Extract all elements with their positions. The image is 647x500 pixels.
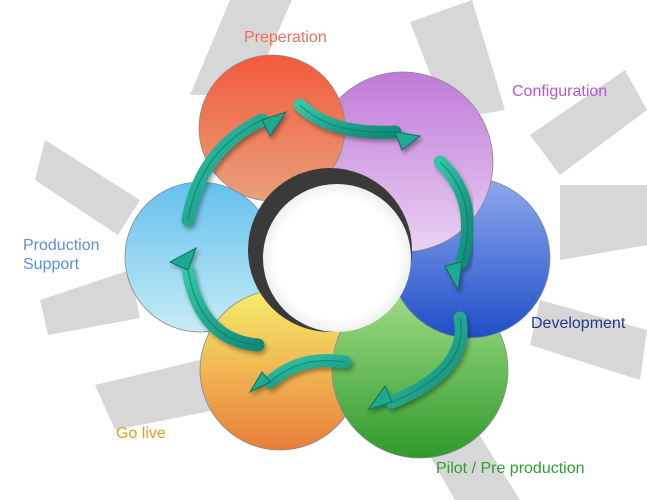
label-development: Development — [531, 315, 626, 332]
background-arm-top-right — [410, 0, 505, 120]
label-preparation: Preperation — [244, 29, 327, 46]
background-arm-left-bottom — [40, 270, 140, 335]
arrow-development-to-pilot-edge — [391, 317, 462, 403]
arrow-development-to-pilot — [366, 311, 468, 411]
background-arm-right-top — [530, 70, 647, 175]
arrow-pilot-to-go-live-edge — [269, 359, 346, 383]
background-arm-bottom-left — [95, 360, 215, 430]
arrow-production-support-to-preparation-head — [261, 111, 288, 137]
arrow-pilot-to-go-live — [248, 354, 352, 394]
label-go-live: Go live — [116, 425, 166, 442]
arrow-pilot-to-go-live-head — [248, 371, 271, 394]
arrow-configuration-to-development-head — [444, 261, 463, 292]
label-production-support: Production Support — [23, 236, 100, 274]
cycle-arrows — [168, 98, 475, 411]
background-arm-right-bottom — [530, 300, 647, 380]
arrow-preparation-to-configuration-edge — [299, 104, 396, 133]
arrow-production-support-to-preparation — [181, 111, 288, 227]
label-configuration: Configuration — [512, 83, 608, 100]
arrow-preparation-to-configuration-head — [394, 131, 422, 151]
label-production-support-line-2: Support — [23, 256, 80, 273]
label-production-support-line-1: Production — [23, 237, 100, 254]
arrow-development-to-pilot-head — [366, 384, 393, 411]
label-pilot-pre-production: Pilot / Pre production — [436, 460, 585, 477]
arrow-configuration-to-development — [433, 155, 475, 292]
background-arm-top-left — [190, 0, 292, 95]
arrow-go-live-to-production-support — [168, 246, 265, 352]
center-hole — [263, 184, 411, 332]
background-arm-left — [35, 140, 140, 235]
arrow-production-support-to-preparation-edge — [187, 119, 263, 221]
background-arm-right — [560, 185, 647, 260]
arrow-preparation-to-configuration — [293, 98, 422, 151]
arrow-go-live-to-production-support-edge — [187, 269, 259, 346]
arrow-configuration-to-development-edge — [439, 161, 469, 263]
arrow-go-live-to-production-support-head — [168, 246, 197, 271]
